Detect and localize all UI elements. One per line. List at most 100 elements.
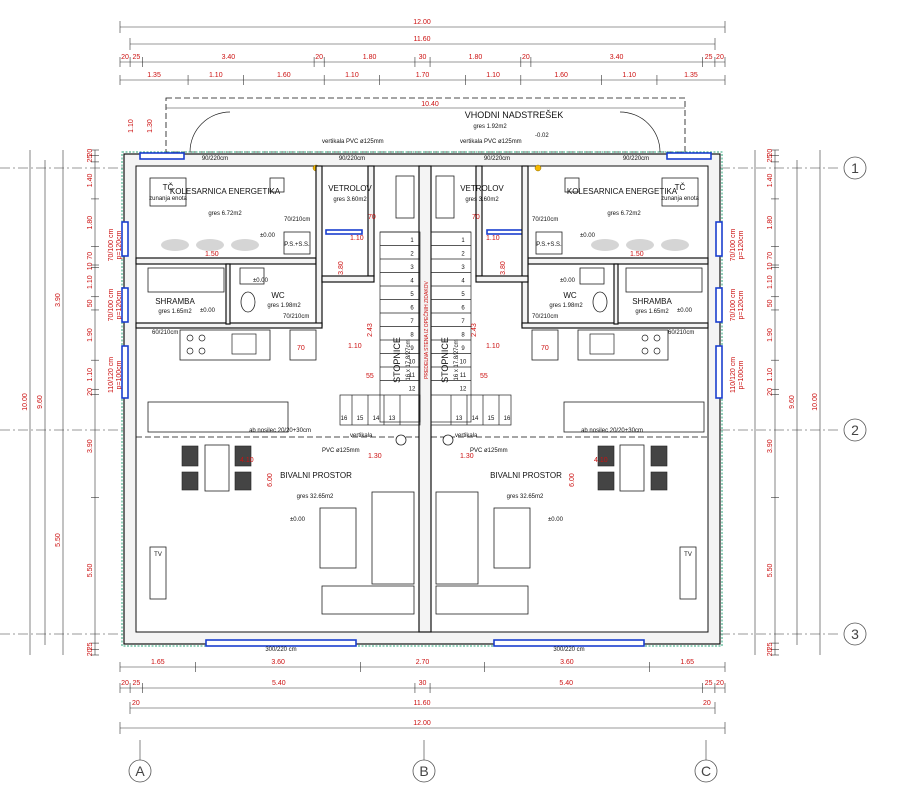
area-wc-right: gres 1.98m2 [549, 303, 583, 309]
dim-top-row4-0: 1.35 [147, 72, 161, 79]
room-vetrolov-left: VETROLOV [328, 184, 372, 193]
dim-right-total: 10.00 [812, 393, 819, 411]
dim-top-total: 12.00 [413, 19, 431, 26]
right-win1-b: p=120cm [738, 230, 745, 259]
stair-left-step-7: 7 [410, 319, 414, 325]
dim-bot-row2-2: 5.40 [272, 680, 286, 687]
stair-right-step-12: 12 [460, 387, 467, 393]
stair-right-step-4: 4 [461, 279, 465, 285]
dim-top-row3-1: 25 [132, 54, 140, 61]
dim-130-right: 1.30 [460, 453, 474, 460]
stair-right-step-8: 8 [461, 333, 465, 339]
dim-right-detail-5: 10 [767, 262, 774, 270]
stair-right-step-10: 10 [460, 360, 467, 366]
stair-left-name: STOPNICE [392, 337, 402, 383]
dim-right-detail-13: 25 [767, 642, 774, 650]
vent-bottom-left-a: vertikala [350, 433, 373, 439]
tc-left-sub: zunanja enota [149, 196, 187, 202]
stair-right-step-9: 9 [461, 346, 465, 352]
lvl-wc-left: ±0.00 [253, 278, 269, 284]
stair-left-step-9: 9 [410, 346, 414, 352]
dim-410-right: 4.10 [594, 457, 608, 464]
dim-right-detail-10: 20 [767, 388, 774, 396]
stair-right-step-2: 2 [461, 252, 465, 258]
dim-55-right: 55 [480, 373, 488, 380]
stair-left-step-15: 15 [357, 416, 364, 422]
canopy-left-dim2: 1.30 [147, 119, 154, 133]
windows [121, 152, 723, 647]
area-shramba-left: gres 1.65m2 [158, 309, 192, 315]
axis-a-label: A [135, 763, 145, 779]
vent-bottom-left-b: PVC ø125mm [322, 448, 360, 454]
dim-bot-row2-4: 5.40 [559, 680, 573, 687]
dim-130-left: 1.30 [368, 453, 382, 460]
canopy-width: 10.40 [421, 101, 439, 108]
left-dimensions: 10.00 9.60 3.90 5.50 20251.401.8070101.1… [22, 149, 123, 657]
stair-right-step-15: 15 [488, 416, 495, 422]
beam-right: ab nosilec 20/20+30cm [581, 428, 643, 434]
dim-top-row4-6: 1.60 [554, 72, 568, 79]
dim-top-row3-9: 25 [705, 54, 713, 61]
dim-left-total: 10.00 [22, 393, 29, 411]
room-wc-right: WC [563, 291, 577, 300]
right-win3-a: 110/120 cm [730, 357, 737, 393]
room-bivalni-left: BIVALNI PROSTOR [280, 471, 352, 480]
canopy-level: -0.02 [535, 133, 549, 139]
vent-right-bottom [442, 434, 454, 446]
stair-right-step-11: 11 [460, 373, 467, 379]
vent-left-bottom [395, 434, 407, 446]
dim-top-row3-10: 20 [716, 54, 724, 61]
dim-right-detail-7: 50 [767, 299, 774, 307]
stair-right-step-1: 1 [461, 238, 465, 244]
left-win1-b: p=120cm [116, 230, 123, 259]
dim-left-sec1: 3.90 [55, 293, 62, 307]
left-win2-b: p=120cm [116, 290, 123, 319]
tc-right-sub: zunanja enota [661, 196, 699, 202]
axis-c-bubble [694, 759, 718, 783]
dim-top-row3-4: 1.80 [363, 54, 377, 61]
dim-right-detail-12: 5.50 [767, 563, 774, 577]
dim-bot-row2-6: 20 [716, 680, 724, 687]
stair-left-step-10: 10 [409, 360, 416, 366]
dim-110-left: 1.10 [348, 343, 362, 350]
entrance-canopy: 10.40 1.10 1.30 VHODNI NADSTREŠEK gres 1… [128, 97, 686, 153]
lvl-biv-left: ±0.00 [290, 517, 306, 523]
door-right-entry: 90/220cm [623, 156, 649, 162]
stair-right-step-3: 3 [461, 265, 465, 271]
dim-600-left: 6.00 [267, 473, 274, 487]
building-shell [121, 151, 723, 647]
stair-left-step-11: 11 [409, 373, 416, 379]
area-kolesarnica-right: gres 6.72m2 [607, 211, 641, 217]
stair-right-name: STOPNICE [440, 337, 450, 383]
dim-top-row4-8: 1.35 [684, 72, 698, 79]
tc-right-label: TČ [675, 183, 686, 192]
dim-kitchen-right: 70 [541, 345, 549, 352]
stair-left-step-3: 3 [410, 265, 414, 271]
dim-kitchen-left: 70 [297, 345, 305, 352]
canopy-area: gres 1.92m2 [473, 124, 507, 130]
stair-right-step-13: 13 [456, 416, 463, 422]
dim-left-detail-9: 1.10 [87, 368, 94, 382]
vent-bottom-right-b: PVC ø125mm [470, 448, 508, 454]
left-win2-a: 70/100 cm [108, 288, 115, 321]
room-shramba-left: SHRAMBA [155, 297, 195, 306]
axis-b-label: B [419, 763, 428, 779]
dim-600-right: 6.00 [569, 473, 576, 487]
left-win3-b: p=100cm [116, 360, 123, 389]
axis-3-bubble [843, 622, 867, 646]
dim-right-detail-6: 1.10 [767, 275, 774, 289]
dim-left-inner: 9.60 [37, 395, 44, 409]
door-left-vetrolov: 90/220cm [339, 156, 365, 162]
stair-left-step-8: 8 [410, 333, 414, 339]
dim-right-inner: 9.60 [789, 395, 796, 409]
dim-left-detail-13: 25 [87, 642, 94, 650]
dim-right-detail-4: 70 [767, 252, 774, 260]
axis-1-bubble [843, 156, 867, 180]
dim-left-detail-1: 25 [87, 155, 94, 163]
beam-left: ab nosilec 20/20+30cm [249, 428, 311, 434]
area-wc-left: gres 1.98m2 [267, 303, 301, 309]
lvl-kol-right: ±0.00 [580, 233, 596, 239]
